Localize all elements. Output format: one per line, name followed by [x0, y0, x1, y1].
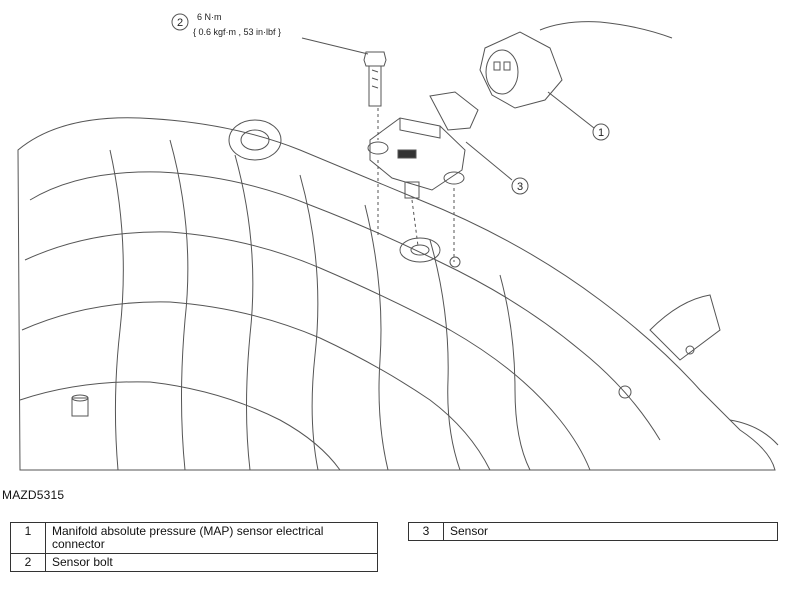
- legend-description: Sensor bolt: [45, 553, 378, 572]
- legend-table-left: 1 Manifold absolute pressure (MAP) senso…: [10, 522, 378, 572]
- alignment-lines: [377, 108, 455, 262]
- sensor-bolt: [363, 51, 387, 107]
- callout-2-number: 2: [177, 17, 183, 29]
- figure-id: MAZD5315: [2, 488, 65, 502]
- callout-circle-2: [171, 13, 189, 31]
- legend-number: 1: [10, 522, 46, 554]
- map-sensor-connector: [479, 21, 673, 109]
- callout-1-number: 1: [598, 127, 604, 139]
- torque-spec-alt: { 0.6 kgf·m , 53 in·lbf }: [193, 27, 281, 37]
- legend-number: 2: [10, 553, 46, 572]
- torque-spec-nm: 6 N·m: [197, 12, 222, 22]
- intake-manifold: [17, 117, 779, 471]
- leader-lines: [301, 37, 595, 181]
- callout-circle-3: [511, 177, 529, 195]
- callout-3-number: 3: [517, 181, 523, 193]
- callout-circle-1: [592, 123, 610, 141]
- legend-row: 3 Sensor: [408, 522, 778, 541]
- legend-table-right: 3 Sensor: [408, 522, 778, 541]
- intake-manifold-diagram: 1 2 3 6 N·m { 0.6 kgf·m , 53 in·lbf }: [17, 12, 779, 471]
- legend-description: Sensor: [443, 522, 778, 541]
- legend-number: 3: [408, 522, 444, 541]
- legend-row: 2 Sensor bolt: [10, 553, 378, 572]
- legend-description: Manifold absolute pressure (MAP) sensor …: [45, 522, 378, 554]
- legend-row: 1 Manifold absolute pressure (MAP) senso…: [10, 522, 378, 554]
- map-sensor: [367, 91, 479, 199]
